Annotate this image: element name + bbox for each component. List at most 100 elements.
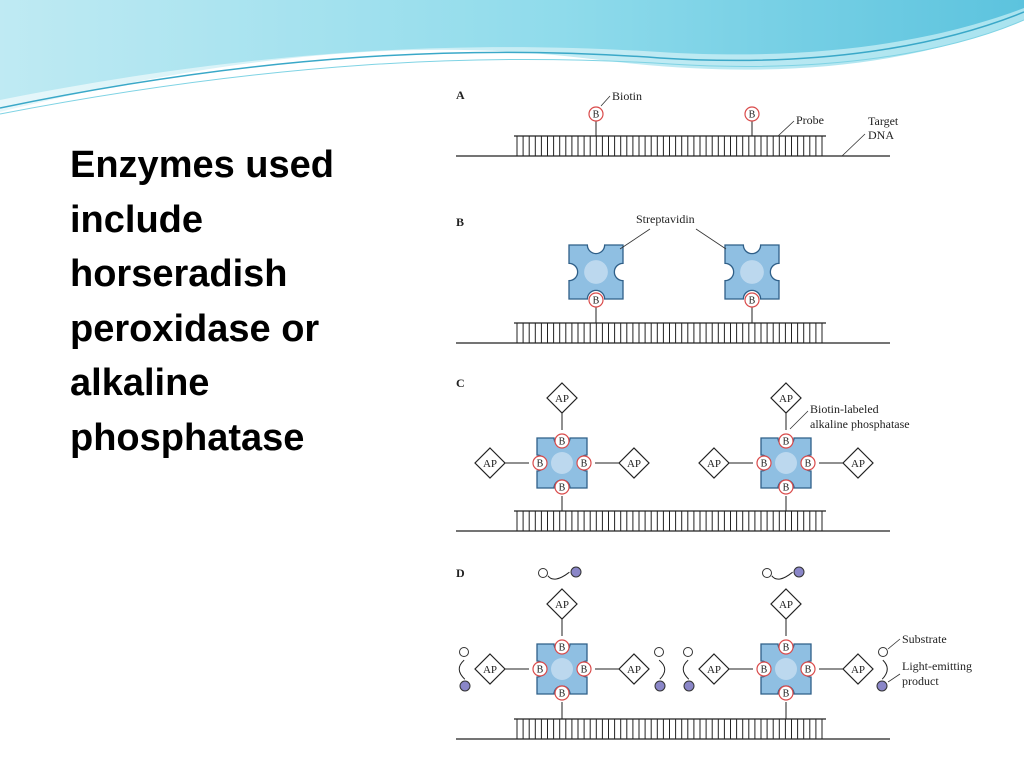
- reaction-arrow: [658, 659, 666, 680]
- substrate-molecule: [683, 647, 693, 657]
- svg-text:AP: AP: [483, 664, 497, 676]
- alkaline-phosphatase: AP: [618, 447, 650, 479]
- substrate-to-product: [458, 647, 471, 692]
- substrate-to-product: [682, 647, 695, 692]
- svg-text:B: B: [749, 296, 756, 307]
- biotin-symbol: B: [744, 106, 760, 122]
- svg-text:AP: AP: [627, 458, 641, 470]
- substrate-molecule: [654, 647, 664, 657]
- biotin-symbol: B: [576, 661, 592, 677]
- svg-text:AP: AP: [707, 664, 721, 676]
- streptavidin-label: Streptavidin: [636, 212, 695, 226]
- panel-label-a: A: [456, 88, 465, 102]
- biotin-symbol: B: [778, 639, 794, 655]
- alkaline-phosphatase: AP: [842, 447, 874, 479]
- svg-text:B: B: [559, 643, 566, 654]
- target-leader: [841, 133, 866, 157]
- svg-text:AP: AP: [851, 664, 865, 676]
- svg-text:B: B: [761, 459, 768, 470]
- reaction-arrow: [547, 571, 570, 580]
- alkaline-phosphatase: AP: [474, 653, 506, 685]
- svg-text:B: B: [581, 459, 588, 470]
- text-line: phosphatase: [70, 416, 305, 459]
- biotin-symbol: B: [778, 433, 794, 449]
- biotin-symbol: B: [554, 433, 570, 449]
- alkaline-phosphatase: AP: [698, 653, 730, 685]
- reaction-arrow: [881, 659, 888, 680]
- biotin-label: Biotin: [612, 89, 642, 103]
- protein-highlight: [551, 452, 573, 474]
- product-label-line2: product: [902, 674, 939, 688]
- substrate-to-product: [538, 566, 582, 580]
- target-label-line1: Target: [868, 114, 899, 128]
- biotin-symbol: B: [532, 661, 548, 677]
- biotin-symbol: B: [756, 661, 772, 677]
- substrate-to-product: [654, 647, 666, 692]
- text-line: include: [70, 198, 204, 241]
- panel-label-c: C: [456, 376, 465, 390]
- svg-text:B: B: [805, 459, 812, 470]
- panel-label-b: B: [456, 215, 464, 229]
- alkaline-phosphatase: AP: [474, 447, 506, 479]
- svg-text:B: B: [559, 689, 566, 700]
- biotin-symbol: B: [532, 455, 548, 471]
- text-line: Enzymes used: [70, 144, 334, 186]
- svg-text:AP: AP: [627, 664, 641, 676]
- svg-text:AP: AP: [851, 458, 865, 470]
- alkaline-phosphatase: AP: [842, 653, 874, 685]
- svg-text:B: B: [593, 110, 600, 121]
- product-molecule: [876, 680, 888, 692]
- svg-text:B: B: [761, 665, 768, 676]
- svg-text:B: B: [593, 296, 600, 307]
- biotin-symbol: B: [800, 661, 816, 677]
- reaction-arrow: [458, 659, 466, 680]
- probe-leader: [777, 120, 795, 137]
- biotin-symbol: B: [576, 455, 592, 471]
- biotin-symbol: B: [800, 455, 816, 471]
- svg-text:B: B: [783, 689, 790, 700]
- svg-text:AP: AP: [555, 599, 569, 611]
- substrate-molecule: [762, 568, 772, 578]
- biotin-symbol: B: [554, 639, 570, 655]
- protein-highlight: [775, 452, 797, 474]
- protein-highlight: [584, 260, 608, 284]
- target-label-line2: DNA: [868, 128, 894, 142]
- svg-text:B: B: [783, 643, 790, 654]
- svg-text:B: B: [581, 665, 588, 676]
- banner-wave-line: [0, 11, 1024, 109]
- substrate-molecule: [538, 568, 548, 578]
- svg-text:B: B: [559, 483, 566, 494]
- svg-text:B: B: [805, 665, 812, 676]
- biotin-symbol: B: [554, 479, 570, 495]
- svg-text:B: B: [749, 110, 756, 121]
- svg-text:AP: AP: [779, 393, 793, 405]
- alkaline-phosphatase: AP: [618, 653, 650, 685]
- banner-wave-front: [0, 0, 1024, 100]
- svg-text:B: B: [783, 483, 790, 494]
- alkaline-phosphatase: AP: [770, 382, 802, 414]
- product-molecule: [459, 680, 471, 692]
- alkaline-phosphatase: AP: [698, 447, 730, 479]
- svg-text:AP: AP: [779, 599, 793, 611]
- protein-highlight: [775, 658, 797, 680]
- svg-text:AP: AP: [483, 458, 497, 470]
- substrate-to-product: [876, 647, 888, 692]
- biotin-leader: [600, 95, 611, 107]
- header-wave-banner: [0, 0, 1024, 115]
- alkaline-phosphatase: AP: [546, 382, 578, 414]
- protein-highlight: [740, 260, 764, 284]
- biotin-symbol: B: [778, 685, 794, 701]
- reaction-arrow: [771, 571, 793, 580]
- biotin-symbol: B: [778, 479, 794, 495]
- reaction-arrow: [682, 659, 690, 680]
- product-molecule: [793, 566, 805, 578]
- biotin-ap-label-line2: alkaline phosphatase: [810, 417, 910, 431]
- svg-text:B: B: [537, 665, 544, 676]
- substrate-to-product: [762, 566, 805, 580]
- svg-text:AP: AP: [707, 458, 721, 470]
- svg-text:B: B: [559, 437, 566, 448]
- biotin-ap-label-line1: Biotin-labeled: [810, 402, 879, 416]
- product-molecule: [683, 680, 695, 692]
- product-molecule: [570, 566, 582, 578]
